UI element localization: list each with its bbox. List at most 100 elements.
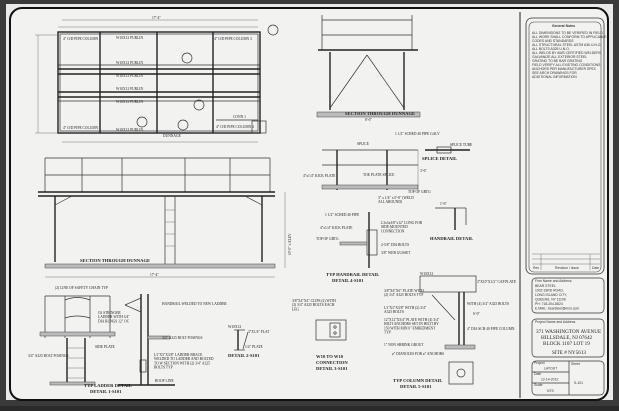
typ-handrail-title: TYP HANDRAIL DETAIL [326,272,379,277]
rev-header: Date [592,266,599,270]
ladder-detail: (2) LINE OF SAFETY CHAIN TYP C6 STRINGER… [28,286,132,394]
company-line: 1002 33RD ROAD, [535,289,564,293]
date-value: 12-14-2012 [541,378,558,382]
section-top: SECTION THROUGH DUNNAGE 8'-0" [316,15,421,122]
section-top-dim: 8'-0" [365,118,372,122]
plan-member-label: W10X12 PURLIN [116,74,143,78]
column-height: 6'-0" [473,312,480,316]
ladder-chain-label: (2) LINE OF SAFETY CHAIN TYP [55,286,108,290]
section-bottom-height: 10'-0" ± ELEV [288,233,292,255]
sheet-label: Sheet [571,362,580,366]
note: ANCHORS PER MANUFACTURER SPEC [532,67,597,71]
project-line: SITE # NY5613 [552,350,586,356]
splice-detail: SPLICE TUBE SPLICE DETAIL [422,143,473,161]
scale-value: NTS [547,389,555,393]
typ-handrail-kick: 4"x1/4" KICK PLATE [320,226,353,230]
note: ALL STRUCTURAL STEEL ASTM A36 U.N.O. [532,43,601,47]
roof-line-label: ROOF LINE [155,379,174,383]
project-line: BLOCK 1107 LOT 19 [543,341,590,347]
north-arrow-icon [267,24,279,36]
project-line: 371 WASHINGTON AVENUE [536,329,601,335]
ladder-side-plate-label: SIDE PLATE [95,345,115,349]
notes-title: General Notes [552,24,575,28]
typ-handrail-gusset: 3/8" WEB GUSSET [381,251,411,255]
rev-header: Revision / Issue [555,266,579,270]
splice-tube-label: SPLICE TUBE [450,143,473,147]
handrail-dim: 1'-6" [440,202,447,206]
handrail-detail: 1'-6" HANDRAIL DETAIL [430,202,473,241]
note: ADDITIONAL INFORMATION [532,75,577,79]
date-label: Date [534,372,541,376]
project-label: Project Name and Address [535,320,576,324]
detail3-sub: CONNECTION [316,360,348,365]
section-top-title: SECTION THROUGH DUNNAGE [345,111,415,116]
section-marker-icon [193,99,205,111]
ladder-bolt-label: 3/4" A325 BOLT FOSINGS [28,354,69,358]
detail-3: 3/8"X4"X4" CLIPS (2) WITH(2) 3/4" A325 B… [292,299,348,371]
railing-height: 3'-6" [420,169,427,173]
note: GRATING TO BE BAR GRATING [532,59,583,63]
typ-handrail-pipe: 1 1/2" SCHED 40 PIPE [325,213,360,217]
column-plate: 3/8"X6"X6" PLATE WITH(2) 3/4" A325 BOLTS… [384,289,424,297]
plan-col2: 4" O/D PIPE COLUMN 2 [63,126,101,130]
column-anchors: ø" DIANOLES FOR ø" ANCHORS [392,352,444,356]
company-line: PH: 718-204-8824 [535,302,563,306]
sheet-number: S-101 [574,381,583,385]
company-line: QUEENS, NY 11106 [535,298,566,302]
plan-overall-dim: 17'-4" [152,16,161,20]
note: GALVANIZE ALL EXTERIOR STEEL [532,55,587,59]
title-block: General Notes ALL DIMENSIONS TO BE VERIF… [519,12,607,398]
section-bottom-dim: 17'-4" [150,273,159,277]
column-title: TYP COLUMN DETAIL [393,378,442,383]
column-base: 12"X12"X3/4" PLATE WITH (4) 3/4"HILTI AN… [384,318,440,335]
handrail-detail-title: HANDRAIL DETAIL [430,236,473,241]
plan-member-label: W10X12 PURLIN [116,100,143,104]
ladder-title: TYP LADDER DETAIL [84,383,132,388]
column-cap-bolts: WITH (4) 3/4" A325 BOLTS [467,302,509,306]
splice-detail-title: SPLICE DETAIL [422,156,457,161]
plan-col3: 4" O/D PIPE COLUMN 3 [214,37,252,41]
section-marker-icon [136,116,148,128]
railing-splice-label: SPLICE [357,142,370,146]
note: ALL WORK SHALL CONFORM TO APPLICABLE [532,35,607,39]
railing-elevation: 3'-6" 1 1/2" SCHED 40 PIPE GALV SPLICE 4… [303,132,440,204]
plan-col1: 4" O/D PIPE COLUMN 1 [63,37,101,41]
section-bottom: SECTION THROUGH DUNNAGE 17'-4" 10'-0" ± … [38,157,292,278]
railing-toe-label: TOE PLATE SPLICE [363,173,395,177]
column-beam: W10X12 [420,272,433,276]
company-line: E.MAIL: bearsteel@msn.com [535,307,579,311]
detail3-clips: 3/8"X4"X4" CLIPS (2) WITH(2) 3/4" A325 B… [292,299,336,311]
plan-conn: CONN 1 [233,115,246,119]
plan-member-label: W10X12 PURLIN [116,36,143,40]
ladder-side-view: HANDRAIL WELDED TO NEW LADDER 3/4" A325 … [118,294,227,386]
column-angle: L3"X3"X3/8" WITH (2) 3/4"A325 BOLTS [384,306,427,314]
plan-member-label: W10X12 PURLIN [116,128,143,132]
detail2-flat: 3"X1/4" FLAT [248,330,270,334]
plan-col4: 4" O/D PIPE COLUMN 4 [216,125,254,129]
plan-member-label: W10X12 PURLIN [116,87,143,91]
ladder-side-bolt-label: 3/4" A325 BOLT FOSINGS [162,336,203,340]
general-notes: ALL DIMENSIONS TO BE VERIFIED IN FIELD A… [532,31,607,79]
note: CODES AND STANDARDS [532,39,574,43]
typ-handrail-bolts: 2-5/8" DIA BOLTS [381,243,409,247]
detail2-plate: 1/4" PLATE [245,345,264,349]
typ-handrail-ref: DETAIL 4-S101 [332,278,364,283]
plan-member-label: W10X12 PURLIN [116,61,143,65]
typ-handrail-detail: 1 1/2" SCHED 40 PIPE 4"x1/4" KICK PLATE … [316,212,423,283]
detail-2: W10X12 3"X1/4" FLAT 1/4" PLATE DETAIL 2-… [228,325,270,358]
note: SEE ARCH DRAWINGS FOR [532,71,577,75]
company-line: LONG ISLAND CITY, [535,293,567,297]
scale-label: Scale [534,383,543,387]
column-detail: W10X12 3"X10"X1/2" CAP PLATE WITH (4) 3/… [384,272,517,389]
ladder-handrail-label: HANDRAIL WELDED TO NEW LADDER [162,302,227,306]
sheet-title: LAYOUT [544,367,557,371]
railing-kick-label: 4"x1/4" KICK PLATE [303,174,336,178]
section-marker-icon [177,119,189,131]
project-line: HILLSDALE, NJ 07642 [541,335,593,341]
company-line: BEAR STEEL [535,284,556,288]
